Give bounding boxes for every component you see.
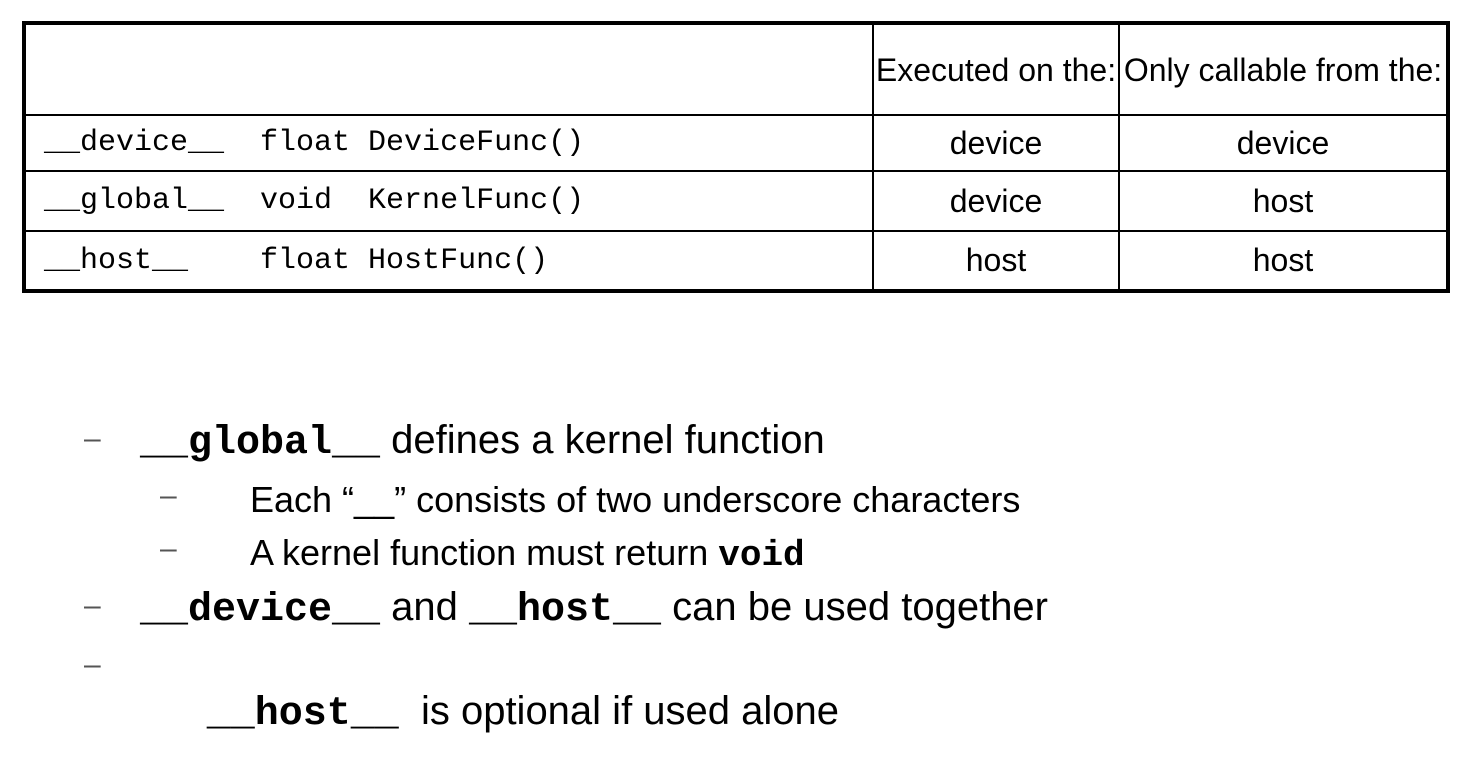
sub-bullet-dash: – [160,479,177,512]
row-code-host: __host__ float HostFunc() [23,230,874,292]
bullet-text: can be used together [661,585,1048,629]
bullet-dash: – [84,589,101,622]
row-callable-from: host [1118,230,1449,292]
code-host: __host__ [469,588,662,633]
bullet-text: is optional if used alone [398,689,840,733]
header-cell-empty [23,22,874,116]
row-code-global: __global__ void KernelFunc() [23,170,874,232]
bullet-text: A kernel function must return [250,532,719,573]
row-executed-on: device [872,114,1120,172]
code-void: void [718,535,805,576]
bullet-dash: – [84,422,101,455]
row-callable-from: host [1118,170,1449,232]
table-row: __device__ float DeviceFunc() device dev… [23,114,1449,172]
header-cell-executed-on: Executed on the: [872,22,1120,116]
table-header-row: Executed on the: Only callable from the: [23,22,1449,116]
row-code-device: __device__ float DeviceFunc() [23,114,874,172]
row-executed-on: device [872,170,1120,232]
bullet-dash: – [84,648,101,681]
code-global: __global__ [140,421,381,466]
bullet-text: and [380,585,470,629]
bullet-text: defines a kernel function [380,418,825,462]
bullet-list: – __global__ defines a kernel function –… [84,418,1048,737]
bullet-text: Each “__” consists of two underscore cha… [250,479,1021,520]
row-executed-on: host [872,230,1120,292]
header-cell-callable-from: Only callable from the: [1118,22,1449,116]
table-row: __global__ void KernelFunc() device host [23,170,1449,232]
function-qualifier-table: Executed on the: Only callable from the:… [22,21,1450,293]
table-row: __host__ float HostFunc() host host [23,230,1449,292]
code-device: __device__ [140,588,381,633]
code-host: __host__ [206,692,399,737]
row-callable-from: device [1118,114,1449,172]
sub-bullet-dash: – [160,532,177,565]
